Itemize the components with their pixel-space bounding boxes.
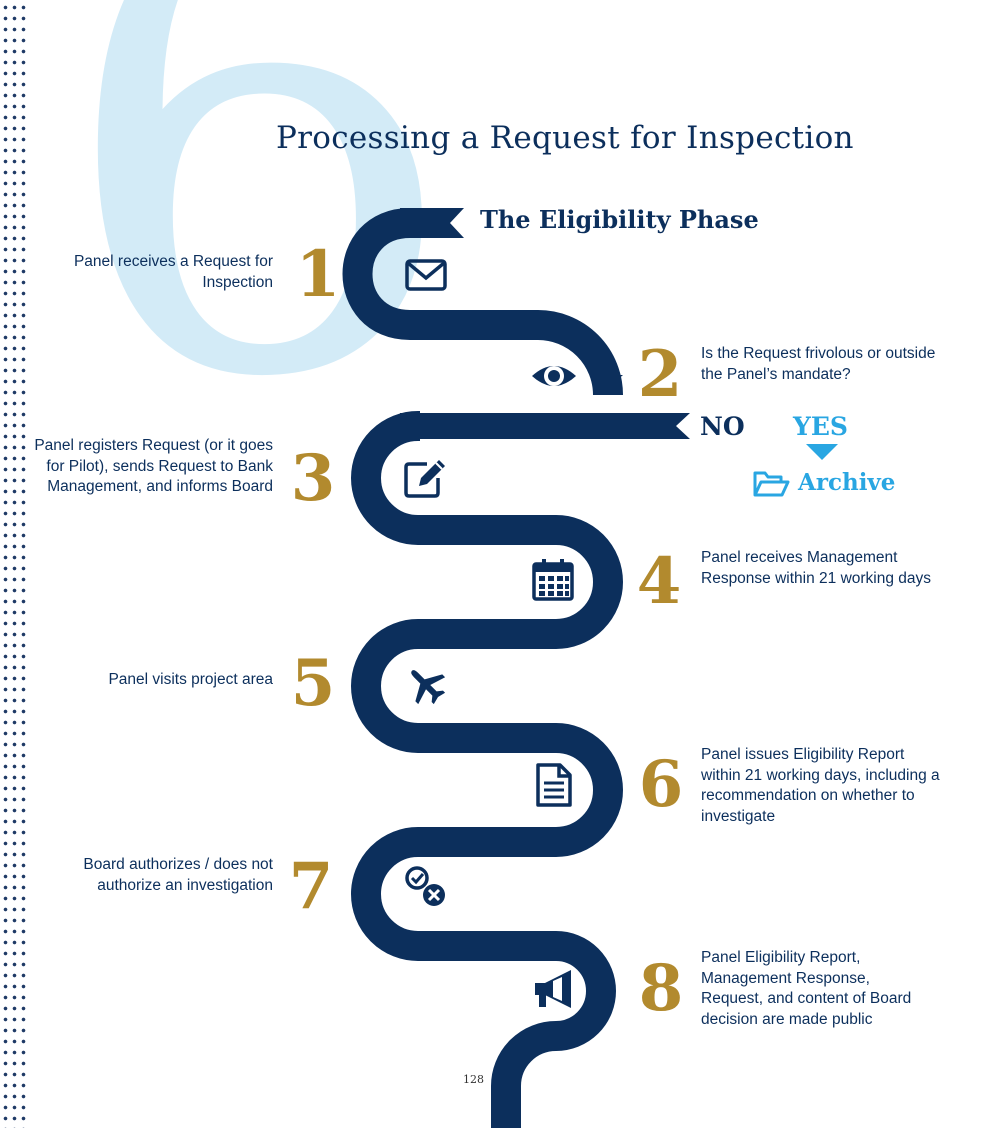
decision-yes-label: YES [793, 412, 848, 441]
step-6-text: Panel issues Eligibility Report within 2… [701, 746, 940, 825]
calendar-icon [532, 559, 574, 601]
step-7-text: Board authorizes / does not authorize an… [83, 856, 273, 894]
step-3-text: Panel registers Request (or it goes for … [34, 437, 273, 495]
check-cross-icon [405, 866, 445, 906]
archive-label: Archive [798, 469, 896, 496]
path-segment-main [351, 411, 623, 1128]
dotted-margin [0, 0, 30, 1128]
step-6-number: 6 [638, 747, 684, 822]
phase-title: The Eligibility Phase [480, 205, 759, 234]
step-1-text: Panel receives a Request for Inspection [73, 253, 273, 291]
step-8-number: 8 [638, 951, 684, 1026]
edit-icon [404, 460, 445, 498]
megaphone-icon [535, 970, 571, 1008]
step-5-number: 5 [290, 646, 336, 721]
document-icon [536, 763, 572, 807]
step-4-text: Panel receives Management Response withi… [701, 549, 932, 587]
path-arrow-2 [593, 375, 623, 388]
step-4-number: 4 [636, 544, 682, 619]
step-3-number: 3 [290, 441, 336, 516]
step-2-number: 2 [637, 337, 683, 412]
yes-arrow-icon [806, 444, 838, 460]
airplane-icon [411, 670, 446, 705]
path-banner-decision [400, 413, 690, 439]
envelope-icon [405, 259, 447, 291]
folder-open-icon [753, 471, 790, 497]
eye-icon [532, 366, 576, 386]
step-2-text: Is the Request frivolous or outside the … [701, 345, 936, 383]
page-title: Processing a Request for Inspection [276, 120, 854, 156]
step-7-number: 7 [288, 849, 334, 924]
step-5-text: Panel visits project area [108, 671, 273, 688]
page-number: 128 [463, 1073, 484, 1086]
step-8-text: Panel Eligibility Report, Management Res… [701, 949, 912, 1028]
decision-no-label: NO [700, 412, 745, 441]
path-banner-top [400, 208, 464, 238]
step-1-number: 1 [295, 237, 341, 312]
path-segment-top [342, 208, 623, 396]
